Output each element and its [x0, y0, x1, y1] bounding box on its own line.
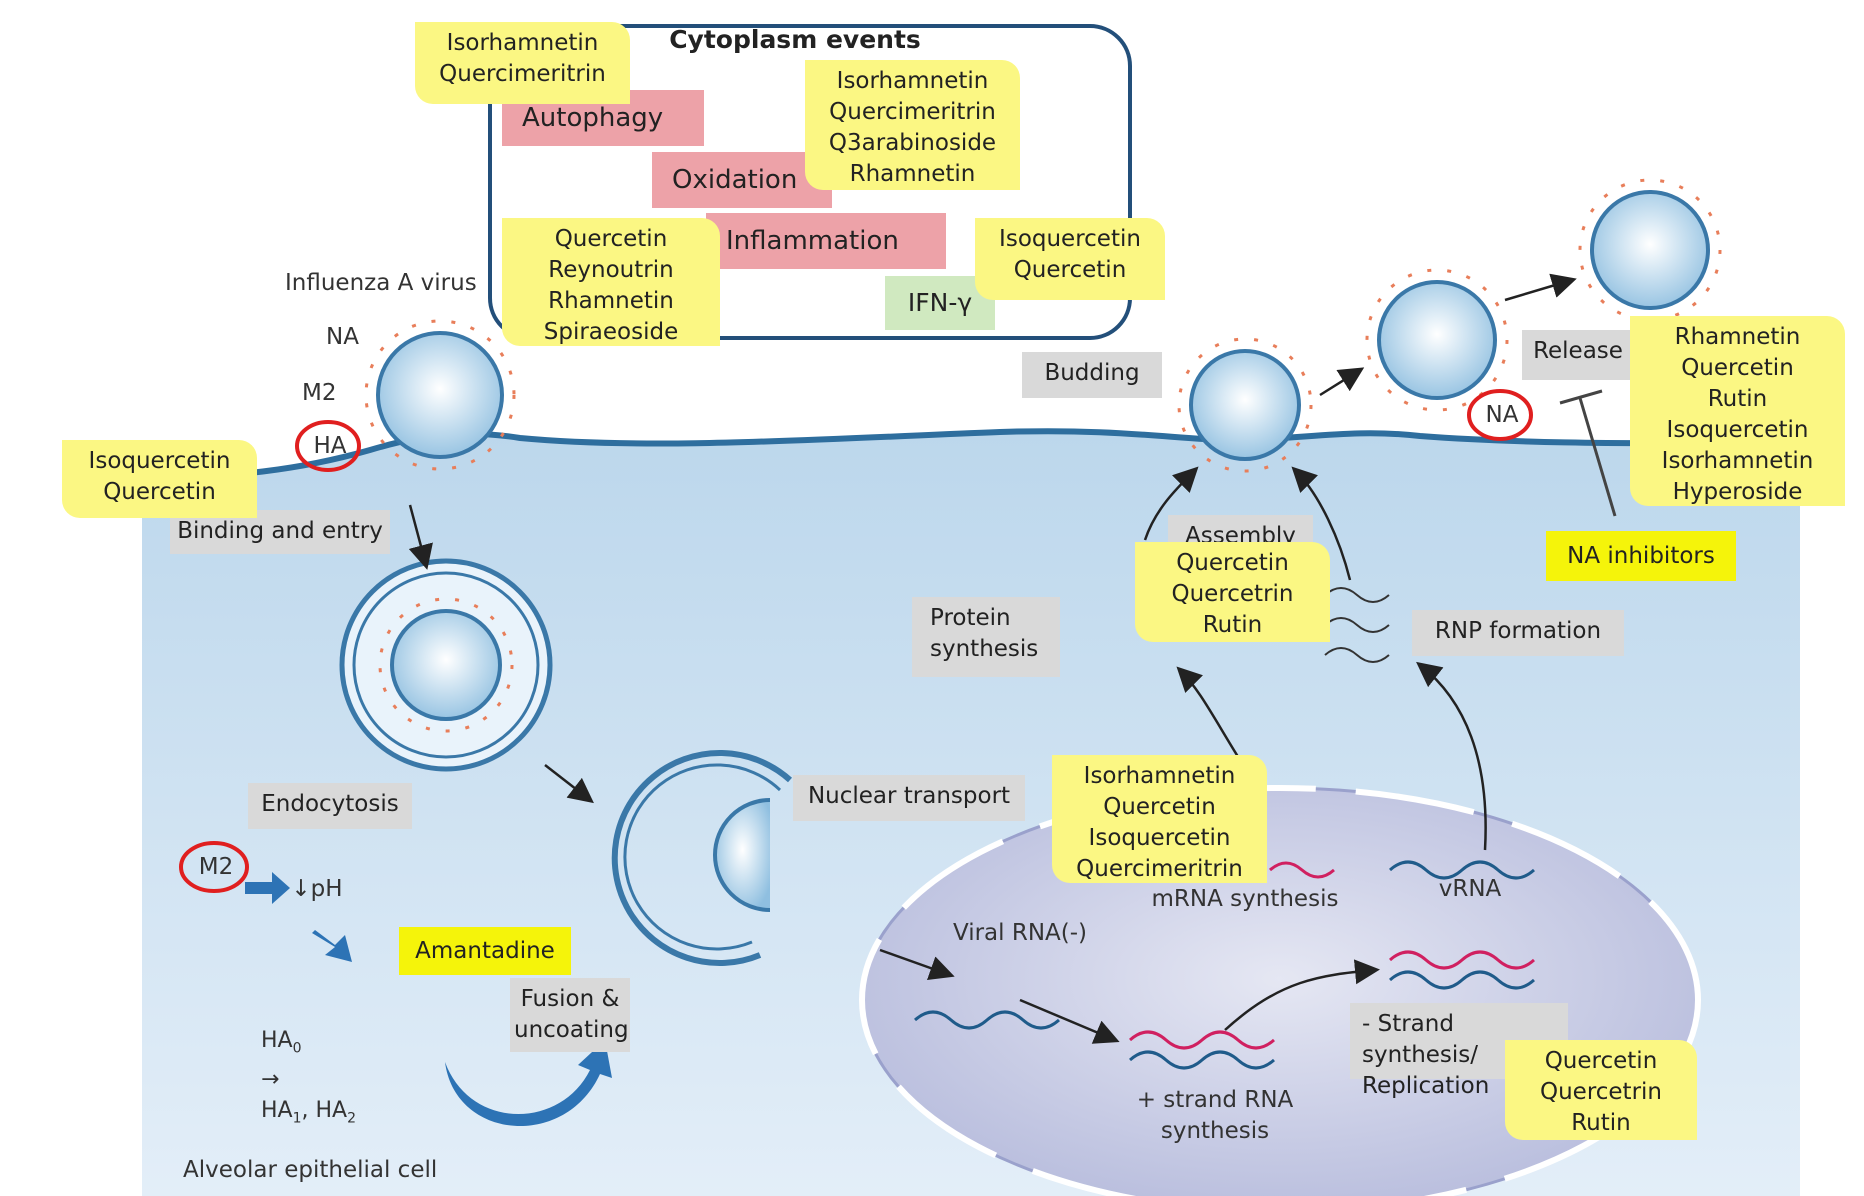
fusing-endosome — [611, 750, 793, 967]
ha-separator: , — [301, 1098, 316, 1124]
m2-label: M2 — [302, 380, 337, 406]
inflammation-box: Inflammation — [706, 213, 946, 269]
highlight-na — [1467, 389, 1533, 441]
cell-label: Alveolar epithelial cell — [183, 1157, 438, 1183]
virus-released-1 — [1365, 268, 1509, 412]
arrow-viral-rna — [879, 948, 955, 981]
compound-box-ifn: Isoquercetin Quercetin — [975, 218, 1165, 300]
arrow-assembly-2 — [1291, 466, 1352, 581]
cleavage-arrow: → — [261, 1067, 280, 1093]
arrow-replication — [1224, 959, 1380, 1031]
fusion-uncoating-label: Fusion & uncoating — [510, 978, 630, 1052]
ha-label: HA — [313, 433, 347, 459]
cell-membrane — [141, 428, 1801, 481]
ha0-label: HA — [261, 1028, 293, 1053]
virus-entry — [364, 319, 516, 471]
ha0-subscript: 0 — [292, 1040, 302, 1057]
compound-box-replication: Quercetin Quercetrin Rutin — [1505, 1040, 1697, 1140]
vrna-squiggle — [1389, 860, 1535, 880]
m2-process-label: M2 — [198, 854, 234, 880]
compound-box-assembly: Quercetin Quercetrin Rutin — [1135, 542, 1330, 642]
highlight-m2 — [179, 841, 249, 893]
fusion-arrow — [445, 1040, 612, 1127]
virus-budding — [1177, 337, 1313, 473]
ifn-box: IFN-γ — [885, 276, 995, 330]
release-label: Release — [1522, 330, 1634, 380]
plus-strand-rna — [1129, 1030, 1275, 1050]
compound-box-inflammation: Quercetin Reynoutrin Rhamnetin Spiraeosi… — [502, 218, 720, 346]
arrow-bud — [1319, 367, 1365, 397]
viral-rna-label: Viral RNA(-) — [952, 920, 1088, 946]
ha1-label: HA — [261, 1098, 293, 1124]
arrow-mrna — [1176, 666, 1242, 761]
mrna-squiggle — [1269, 861, 1335, 879]
amantadine-box: Amantadine — [399, 927, 571, 975]
viral-rna — [914, 1010, 1060, 1030]
cytoplasm-events-title: Cytoplasm events — [669, 25, 921, 54]
arrow-release — [1504, 273, 1577, 302]
protein-synthesis-label: Protein synthesis — [912, 597, 1060, 677]
na-highlight-label: NA — [1485, 402, 1519, 428]
virus-endosome — [378, 597, 514, 733]
na-inhibitor-tbar — [1559, 389, 1617, 517]
budding-label: Budding — [1022, 352, 1162, 398]
mrna-synthesis-label: mRNA synthesis — [1151, 886, 1339, 912]
compound-box-mrna: Isorhamnetin Quercetin Isoquercetin Quer… — [1052, 755, 1267, 883]
rnp-squiggle — [1324, 587, 1390, 663]
arrow-plus-strand — [1019, 998, 1120, 1044]
virus-released-2 — [1578, 178, 1722, 322]
ph-arrow — [312, 930, 352, 962]
nuclear-transport-label: Nuclear transport — [793, 775, 1025, 821]
arrow-assembly-1 — [1143, 466, 1199, 541]
na-inhibitors-box: NA inhibitors — [1546, 531, 1736, 581]
compound-box-binding: Isoquercetin Quercetin — [62, 440, 257, 518]
endocytosis-label: Endocytosis — [248, 783, 412, 829]
vrna-label: vRNA — [1438, 876, 1502, 902]
arrow-endocytosis — [544, 764, 594, 804]
highlight-ha — [295, 420, 361, 472]
ph-label: ↓pH — [291, 876, 343, 902]
rnp-formation-label: RNP formation — [1412, 610, 1624, 656]
compound-box-autophagy: Isorhamnetin Quercimeritrin — [415, 22, 630, 104]
m2-arrow — [245, 872, 290, 904]
oxidation-box: Oxidation — [652, 152, 832, 208]
ha1-subscript: 1 — [292, 1110, 302, 1127]
ha2-label: HA — [315, 1098, 348, 1124]
ha2-subscript: 2 — [347, 1110, 357, 1127]
compound-box-release: Rhamnetin Quercetin Rutin Isoquercetin I… — [1630, 316, 1845, 506]
plus-strand-label: + strand RNA synthesis — [1136, 1087, 1294, 1144]
virus-fusing — [713, 798, 771, 912]
compound-box-oxidation: Isorhamnetin Quercimeritrin Q3arabinosid… — [805, 60, 1020, 190]
na-label: NA — [326, 324, 359, 350]
arrow-vrna — [1416, 661, 1487, 851]
virus-name: Influenza A virus — [285, 270, 477, 296]
replication-rna — [1389, 950, 1535, 970]
ha-cleavage-label: HA0 → HA1, HA2 — [261, 994, 446, 1135]
arrow-entry — [408, 504, 433, 570]
